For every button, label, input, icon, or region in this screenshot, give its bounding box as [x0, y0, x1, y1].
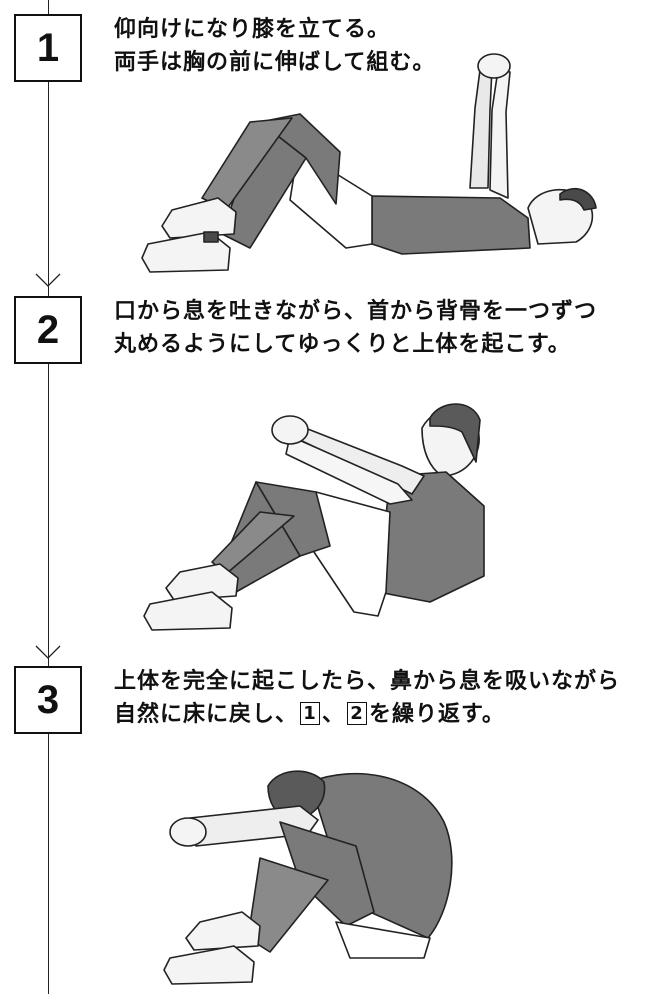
instruction-line: 上体を完全に起こしたら、鼻から息を吸いながら: [114, 666, 634, 699]
instruction-text: 自然に床に戻し、: [114, 702, 298, 727]
arrow-down-icon: [34, 644, 62, 660]
instruction-line: 仰向けになり膝を立てる。: [114, 14, 634, 47]
step-number-label: 1: [37, 26, 59, 71]
step-number-label: 2: [37, 308, 59, 353]
timeline-line: [48, 0, 49, 994]
instruction-text: 、: [322, 702, 345, 727]
arrow-down-icon: [34, 272, 62, 288]
step-2-instruction: 口から息を吐きながら、首から背骨を一つずつ 丸めるようにしてゆっくりと上体を起こ…: [114, 296, 634, 361]
instruction-line: 丸めるようにしてゆっくりと上体を起こす。: [114, 329, 634, 362]
step-3-number: 3: [14, 666, 82, 734]
step-ref-box: 2: [347, 702, 367, 725]
step-3-illustration: [160, 762, 470, 988]
step-2-number: 2: [14, 296, 82, 364]
step-1-number: 1: [14, 14, 82, 82]
step-ref-box: 1: [300, 702, 320, 725]
instruction-text: を繰り返す。: [369, 702, 505, 727]
step-2-illustration: [140, 396, 490, 642]
step-number-label: 3: [37, 678, 59, 723]
step-1-illustration: [140, 48, 610, 278]
instruction-line: 口から息を吐きながら、首から背骨を一つずつ: [114, 296, 634, 329]
